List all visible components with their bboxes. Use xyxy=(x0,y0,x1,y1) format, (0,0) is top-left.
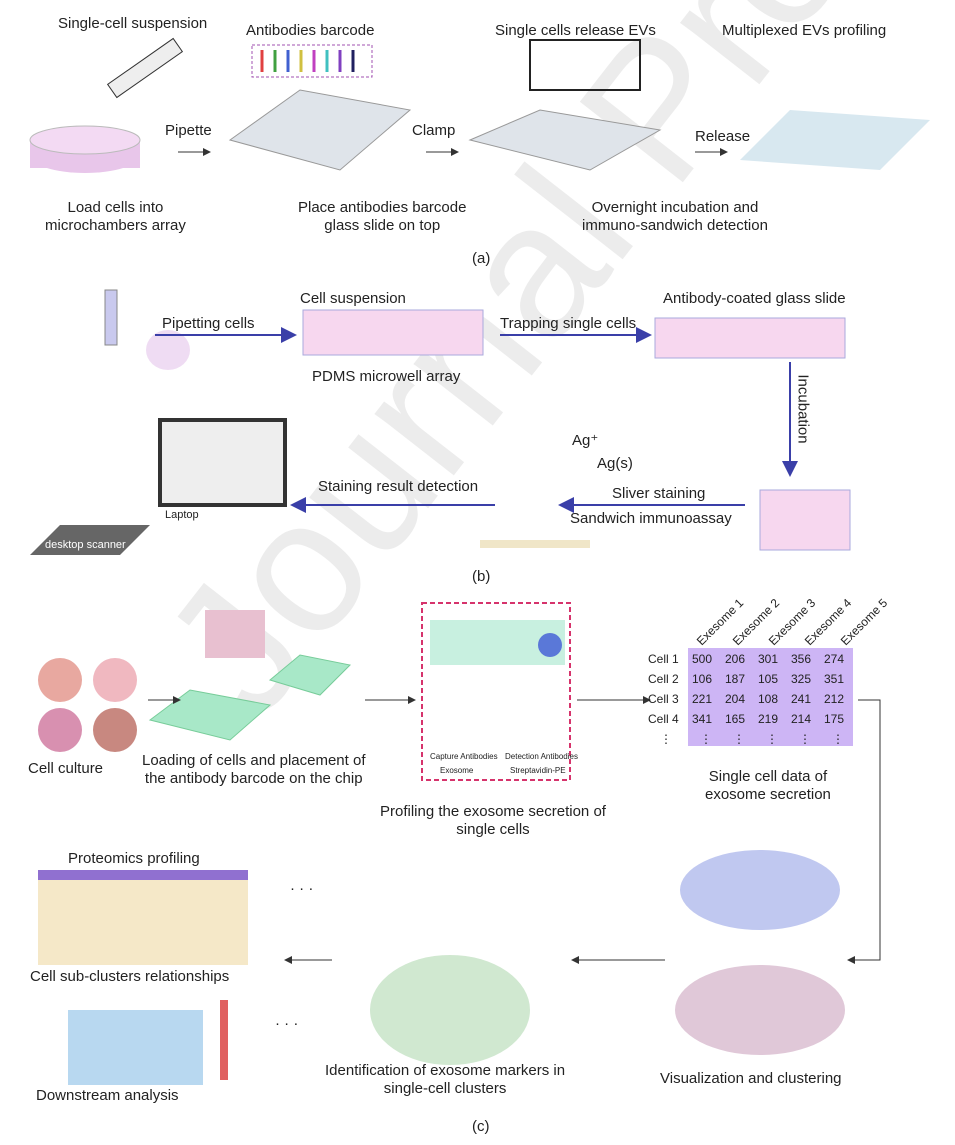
table-cell: 219 xyxy=(758,712,779,726)
staining-detection-label: Staining result detection xyxy=(318,478,479,495)
legend-capture: Capture Antibodies xyxy=(430,752,498,761)
tsne-plot-clustered xyxy=(675,965,845,1055)
scanner xyxy=(30,525,150,555)
ag-s-label: Ag(s) xyxy=(597,455,633,472)
sandwich-label: Sandwich immunoassay xyxy=(570,510,732,527)
antibody-slide-label: Antibody-coated glass slide xyxy=(663,290,846,307)
incubation-label: Incubation xyxy=(794,374,812,444)
ellipsis-upper: · · · xyxy=(290,880,314,897)
chip-slide-1 xyxy=(228,89,412,171)
pipette-label: Pipette xyxy=(165,122,212,139)
exosome-table xyxy=(688,648,853,746)
pdms-microwell xyxy=(302,309,484,356)
legend-streptavidin: Streptavidin-PE xyxy=(510,766,566,775)
table-cell: 108 xyxy=(758,692,779,706)
row-label: Cell 2 xyxy=(648,672,679,686)
syringe xyxy=(106,37,184,99)
profiling-label: Profiling the exosome secretion of singl… xyxy=(380,803,606,838)
row-label: Cell 4 xyxy=(648,712,679,726)
laptop-screen xyxy=(158,418,287,507)
table-cell: 341 xyxy=(692,712,713,726)
table-ellipsis: ⋮ xyxy=(700,732,712,746)
table-cell: 221 xyxy=(692,692,713,706)
table-ellipsis: ⋮ xyxy=(733,732,745,746)
sliver-label: Sliver staining xyxy=(612,485,706,502)
laptop-label: Laptop xyxy=(165,509,199,521)
barcode-strip xyxy=(251,44,373,78)
table-cell: 212 xyxy=(824,692,845,706)
tsne-plot-blue xyxy=(680,850,840,930)
table-cell: 325 xyxy=(791,672,812,686)
proteomics-heatmap xyxy=(38,870,248,965)
barcode-label: Antibodies barcode xyxy=(246,22,375,39)
profiling-box xyxy=(421,602,571,781)
cell-suspension-label: Cell suspension xyxy=(300,290,406,307)
trapping-label: Trapping single cells xyxy=(500,315,637,332)
table-cell: 106 xyxy=(692,672,713,686)
chip-slide-2 xyxy=(468,109,662,171)
legend-detection: Detection Antibodies xyxy=(505,752,578,761)
petri-dish xyxy=(29,125,141,173)
scanner-label: desktop scanner xyxy=(45,539,126,551)
table-cell: 301 xyxy=(758,652,779,666)
cell-culture-image xyxy=(38,658,82,702)
ag-plus-label: Ag⁺ xyxy=(572,432,599,449)
table-cell: 105 xyxy=(758,672,779,686)
barcode-chip xyxy=(268,654,352,696)
table-cell: 351 xyxy=(824,672,845,686)
release-evs-label: Single cells release EVs xyxy=(495,22,656,39)
pipetting-label: Pipetting cells xyxy=(162,315,255,332)
release-label: Release xyxy=(695,128,751,145)
downstream-heatmap xyxy=(68,1010,203,1085)
table-cell: 204 xyxy=(725,692,746,706)
panel-c-label: (c) xyxy=(472,1118,490,1135)
place-label: Place antibodies barcode glass slide on … xyxy=(298,199,467,234)
table-cell: 274 xyxy=(824,652,845,666)
table-cell: 500 xyxy=(692,652,713,666)
incubation-well xyxy=(759,489,851,551)
loading-label: Loading of cells and placement of the an… xyxy=(142,752,366,787)
load-label: Load cells into microchambers array xyxy=(45,199,186,234)
panel-b-label: (b) xyxy=(472,568,491,585)
chip xyxy=(148,689,272,741)
panel-a-label: (a) xyxy=(472,250,491,267)
table-cell: 165 xyxy=(725,712,746,726)
downstream-label: Downstream analysis xyxy=(36,1087,179,1104)
cell-drop xyxy=(146,330,190,370)
legend-exosome: Exosome xyxy=(440,766,474,775)
overnight-label: Overnight incubation and immuno-sandwich… xyxy=(582,199,768,234)
single-cell-data-label: Single cell data of exosome secretion xyxy=(705,768,831,803)
table-cell: 241 xyxy=(791,692,812,706)
clamp-label: Clamp xyxy=(412,122,456,139)
barcode-slide xyxy=(205,610,265,658)
antibody-chip xyxy=(654,317,846,359)
table-cell: 206 xyxy=(725,652,746,666)
ellipsis-lower: · · · xyxy=(275,1015,299,1032)
subclusters-label: Cell sub-clusters relationships xyxy=(30,968,230,985)
table-ellipsis: ⋮ xyxy=(799,732,811,746)
table-ellipsis: ⋮ xyxy=(832,732,844,746)
table-cell: 356 xyxy=(791,652,812,666)
table-cell: 175 xyxy=(824,712,845,726)
row-label: Cell 1 xyxy=(648,652,679,666)
immunoassay-base xyxy=(480,540,590,548)
ev-profiling-slide xyxy=(740,110,930,170)
table-cell: 214 xyxy=(791,712,812,726)
chamber-box xyxy=(529,39,641,91)
multiplexed-label: Multiplexed EVs profiling xyxy=(722,22,887,39)
table-ellipsis: ⋮ xyxy=(766,732,778,746)
cell-culture-label: Cell culture xyxy=(28,760,104,777)
proteomics-label: Proteomics profiling xyxy=(68,850,200,867)
marker-plot xyxy=(370,955,530,1065)
pdms-label: PDMS microwell array xyxy=(312,368,461,385)
identification-label: Identification of exosome markers in sin… xyxy=(325,1062,566,1097)
table-cell: 187 xyxy=(725,672,746,686)
pipette xyxy=(104,289,118,346)
row-label: Cell 3 xyxy=(648,692,679,706)
table-ellipsis: ⋮ xyxy=(660,732,672,746)
single-cell-label: Single-cell suspension xyxy=(58,15,208,32)
visualization-label: Visualization and clustering xyxy=(660,1070,842,1087)
